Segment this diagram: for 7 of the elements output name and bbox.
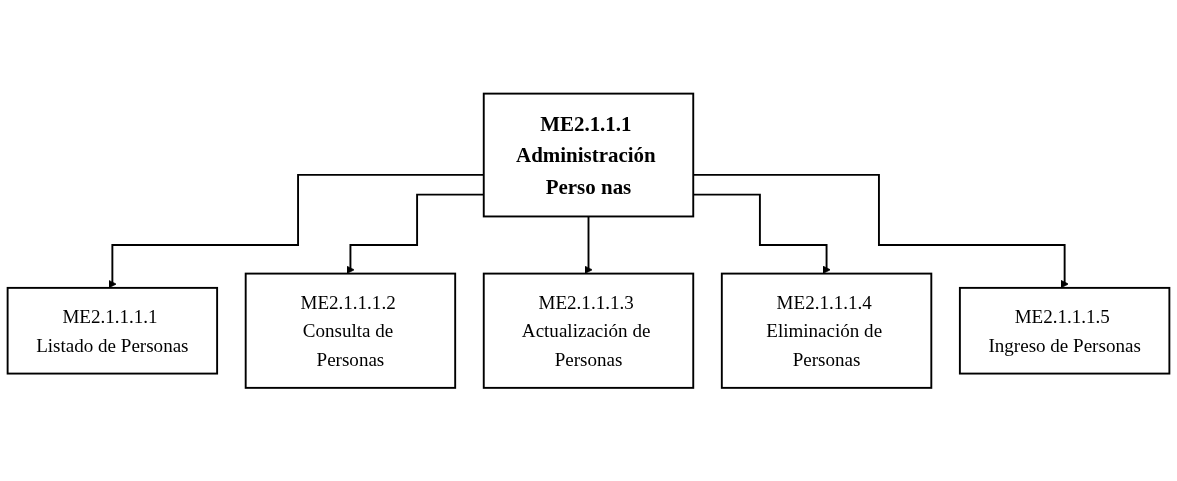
node-box: ME2.1.1.1.2 Consulta de Personas [244, 272, 457, 389]
node-box: ME2.1.1.1 Administración Perso nas [482, 92, 695, 218]
node-box: ME2.1.1.1.3 Actualización de Personas [482, 272, 695, 389]
node-box: ME2.1.1.1.5 Ingreso de Personas [958, 286, 1171, 375]
node-box: ME2.1.1.1.4 Eliminación de Personas [720, 272, 933, 389]
node-box: ME2.1.1.1.1 Listado de Personas [6, 286, 219, 375]
arrow [584, 215, 593, 274]
